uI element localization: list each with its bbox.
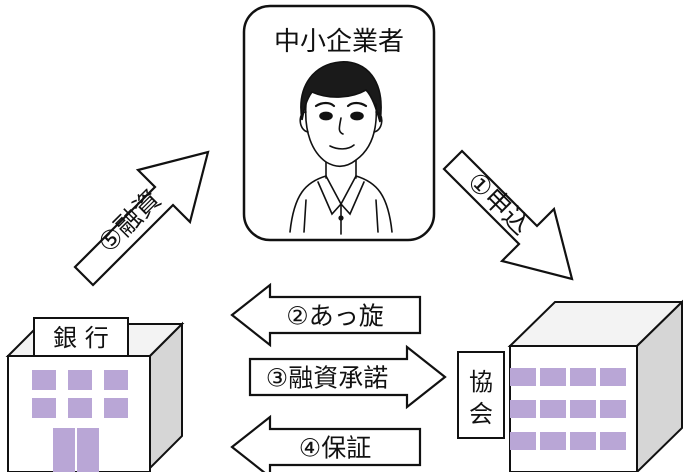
association-sign-line2: 会 [469,400,493,428]
arrow-step1-application: ①申込 [442,149,574,281]
arrow-step2-mediation: ②あっ旋 [230,282,422,348]
bank-building: 銀 行 [5,317,185,472]
label-step2: ②あっ旋 [286,302,383,331]
association-building: 協 会 [457,299,683,472]
label-step3: ③融資承諾 [266,364,388,393]
sme-title: 中小企業者 [274,27,404,57]
bank-sign-label: 銀 行 [53,324,109,352]
label-step1: ①申込 [461,167,535,241]
person-illustration [289,61,393,235]
association-sign-line1: 協 [469,368,493,396]
label-step4: ④保証 [299,434,371,463]
sme-card: 中小企業者 [242,4,436,242]
bank-sign [33,317,129,357]
arrow-step3-loan-approval: ③融資承諾 [248,344,447,410]
bank-door [53,428,99,472]
association-sign [457,351,505,439]
arrow-step4-guarantee: ④保証 [230,414,422,472]
arrow-step5-financing: ⑤融資 [73,150,210,287]
association-windows [510,368,626,450]
bank-windows [32,370,128,418]
